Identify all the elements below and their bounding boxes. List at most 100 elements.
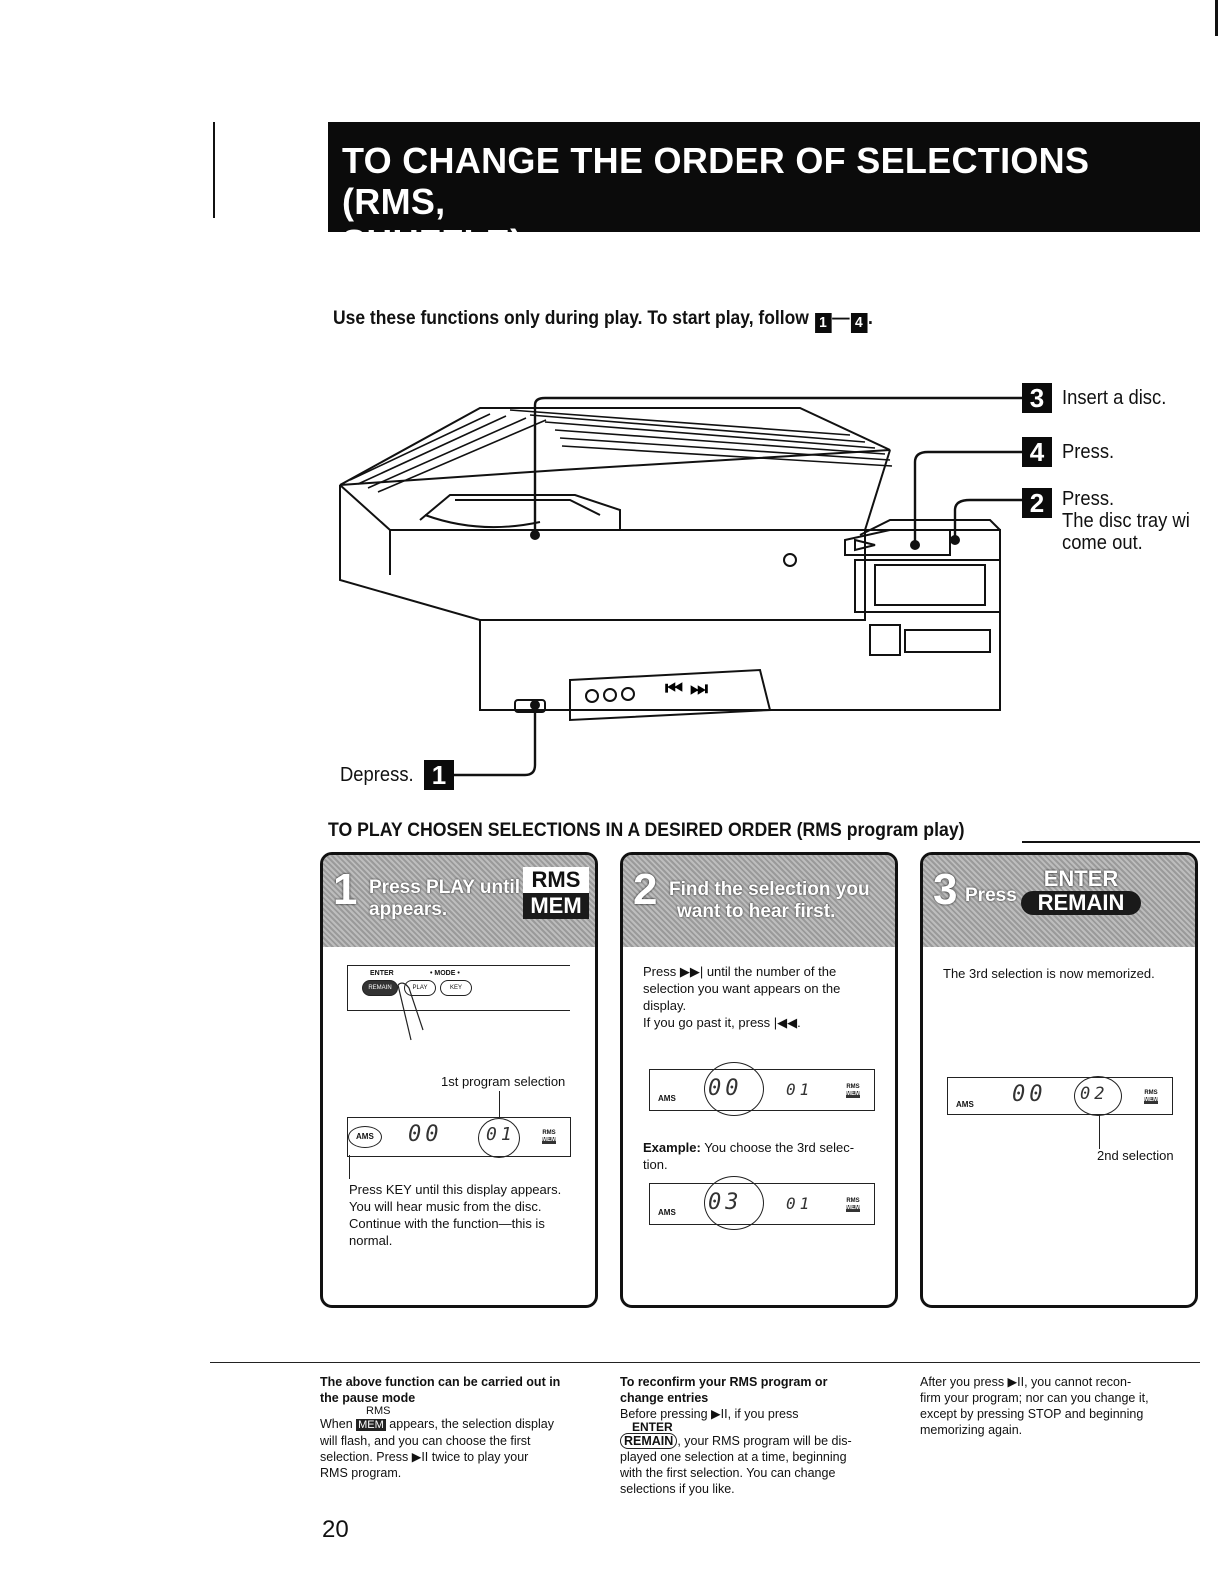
step-3-header: 3 Press ENTER REMAIN: [923, 855, 1195, 947]
fn2-enter: ENTER: [632, 1420, 673, 1434]
fn1-body3: selection. Press ▶II twice to play your: [320, 1450, 529, 1464]
lcd-mem: MEM: [542, 1137, 556, 1144]
title-line-2: SHUFFLE): [342, 222, 523, 263]
step-3-title: Press: [965, 885, 1017, 906]
step-box-4: 4: [850, 313, 868, 333]
lcd3-ams: AMS: [956, 1100, 974, 1109]
lcd2-rms: RMS: [846, 1198, 860, 1204]
callout-1-number: 1: [424, 760, 454, 790]
step-2-title: Find the selection you want to hear firs…: [669, 879, 870, 923]
intro-dash: —: [832, 308, 850, 329]
step-3-number: 3: [933, 865, 958, 914]
step-2-text-line2: selection you want appears on the: [643, 981, 841, 996]
rms-key-label: RMS: [523, 867, 589, 893]
step-3-lcd: AMS 00 02 RMS MEM: [947, 1076, 1173, 1116]
enter-key-label: ENTER: [1043, 866, 1119, 891]
example-text-2: tion.: [643, 1157, 668, 1172]
ams-pointer: [349, 1155, 350, 1179]
step-3-text: The 3rd selection is now memorized.: [943, 966, 1155, 981]
callout-2-line1: Press.: [1062, 488, 1115, 510]
page-title: TO CHANGE THE ORDER OF SELECTIONS (RMS, …: [328, 122, 1200, 263]
intro-text: Use these functions only during play. To…: [333, 308, 809, 329]
cd-player-illustration: ⏮ ⏭: [339, 396, 1025, 777]
step-2-text: Press ▶▶| until the number of the select…: [643, 963, 840, 1031]
lcd3-mem: MEM: [1144, 1097, 1158, 1104]
step-1-panel: 1 Press PLAY until appears. RMS MEM ENTE…: [320, 852, 598, 1308]
step-1-caption: 1st program selection: [441, 1074, 566, 1089]
rms-mem-indicator: RMS MEM: [542, 1130, 556, 1144]
step-2-text-line3: display.: [643, 998, 687, 1013]
step-2-header: 2 Find the selection you want to hear fi…: [623, 855, 895, 947]
callout-4-text: Press.: [1062, 441, 1115, 463]
lcd-rms: RMS: [542, 1130, 556, 1136]
step-2-text-line4: If you go past it, press |◀◀.: [643, 1015, 801, 1030]
step-1-text: Press KEY until this display appears. Yo…: [349, 1181, 561, 1249]
fn2-heading2: change entries: [620, 1391, 709, 1405]
lcd2-selection-ring: [704, 1176, 764, 1230]
callout-1-text: Depress.: [340, 764, 414, 786]
step-2-title-line1: Find the selection you: [669, 879, 870, 900]
fn2-body5: selections if you like.: [620, 1482, 735, 1496]
lcd1-mem: MEM: [846, 1091, 860, 1098]
fn1-body4: RMS program.: [320, 1466, 402, 1480]
ams-ring: [348, 1126, 382, 1148]
lcd1-rms: RMS: [846, 1084, 860, 1090]
lcd2-ams: AMS: [658, 1208, 676, 1217]
lcd1-rms-mem: RMS MEM: [846, 1084, 860, 1098]
step-2-panel: 2 Find the selection you want to hear fi…: [620, 852, 898, 1308]
selection-ring: [478, 1118, 520, 1158]
remain-key-label: REMAIN: [1021, 891, 1141, 915]
enter-label: ENTER: [370, 970, 394, 977]
caption-pointer: [1099, 1115, 1100, 1149]
example-text: You choose the 3rd selec-: [700, 1140, 855, 1155]
title-line-1: TO CHANGE THE ORDER OF SELECTIONS (RMS,: [342, 140, 1090, 222]
callout-3-number: 3: [1022, 383, 1052, 413]
lcd2-right-digits: 01: [786, 1194, 814, 1213]
footnote-col-2: To reconfirm your RMS program or change …: [620, 1374, 905, 1497]
step-1-lcd: AMS 00 01 RMS MEM: [347, 1117, 571, 1158]
callout-2-text: Press. The disc tray wi come out.: [1062, 488, 1190, 554]
margin-rule: [213, 122, 215, 218]
intro-end: .: [868, 308, 873, 329]
step-1-text-line3: Continue with the function—this is: [349, 1216, 545, 1231]
step-1-header: 1 Press PLAY until appears. RMS MEM: [323, 855, 595, 947]
mem-key-label: MEM: [530, 893, 582, 918]
page-edge-mark: [1215, 0, 1218, 36]
section-title: TO PLAY CHOSEN SELECTIONS IN A DESIRED O…: [328, 820, 965, 841]
footnote-col-1: The above function can be carried out in…: [320, 1374, 605, 1481]
fn1-body1: appears, the selection display: [389, 1417, 554, 1431]
callout-2-number: 2: [1022, 488, 1052, 518]
finger-pointer-icon: [397, 982, 424, 1041]
fn3-body2: firm your program; nor can you change it…: [920, 1391, 1149, 1405]
fn1-when: When: [320, 1417, 353, 1431]
fn2-body2: , your RMS program will be dis-: [677, 1434, 852, 1448]
lcd3-selection-ring: [1074, 1076, 1122, 1116]
step-2-lcd-1: AMS 00 01 RMS MEM: [649, 1062, 875, 1116]
step-1-title-line2: appears.: [369, 899, 448, 920]
lcd1-selection-ring: [704, 1062, 764, 1116]
rms-mem-key: RMS MEM: [523, 867, 589, 919]
fn2-body3: played one selection at a time, beginnin…: [620, 1450, 847, 1464]
step-2-title-line2: want to hear first.: [677, 901, 836, 922]
fn1-heading1: The above function can be carried out in: [320, 1375, 561, 1389]
fn1-rms: RMS: [366, 1405, 391, 1417]
lcd3-rms: RMS: [1144, 1090, 1158, 1096]
mode-label: • MODE •: [430, 970, 460, 977]
fn3-body4: memorizing again.: [920, 1423, 1023, 1437]
fn3-body3: except by pressing STOP and beginning: [920, 1407, 1144, 1421]
lcd-left-digits: 00: [408, 1122, 443, 1147]
caption-pointer: [499, 1091, 500, 1121]
callout-3-text: Insert a disc.: [1062, 387, 1167, 409]
enter-remain-key: ENTER REMAIN: [1021, 867, 1141, 915]
key-button[interactable]: KEY: [440, 980, 472, 996]
step-1-text-line4: normal.: [349, 1233, 393, 1248]
lcd2-rms-mem: RMS MEM: [846, 1198, 860, 1212]
intro-instruction: Use these functions only during play. To…: [333, 308, 873, 333]
step-2-lcd-2: AMS 03 01 RMS MEM: [649, 1176, 875, 1230]
fn2-body1: Before pressing ▶II, if you press: [620, 1407, 799, 1421]
remain-button[interactable]: REMAIN: [362, 980, 398, 996]
play-button[interactable]: PLAY: [404, 980, 436, 996]
skip-buttons-glyph: ⏮ ⏭: [665, 676, 708, 700]
step-1-number: 1: [333, 865, 358, 914]
step-1-title-line1: Press PLAY until: [369, 877, 521, 898]
